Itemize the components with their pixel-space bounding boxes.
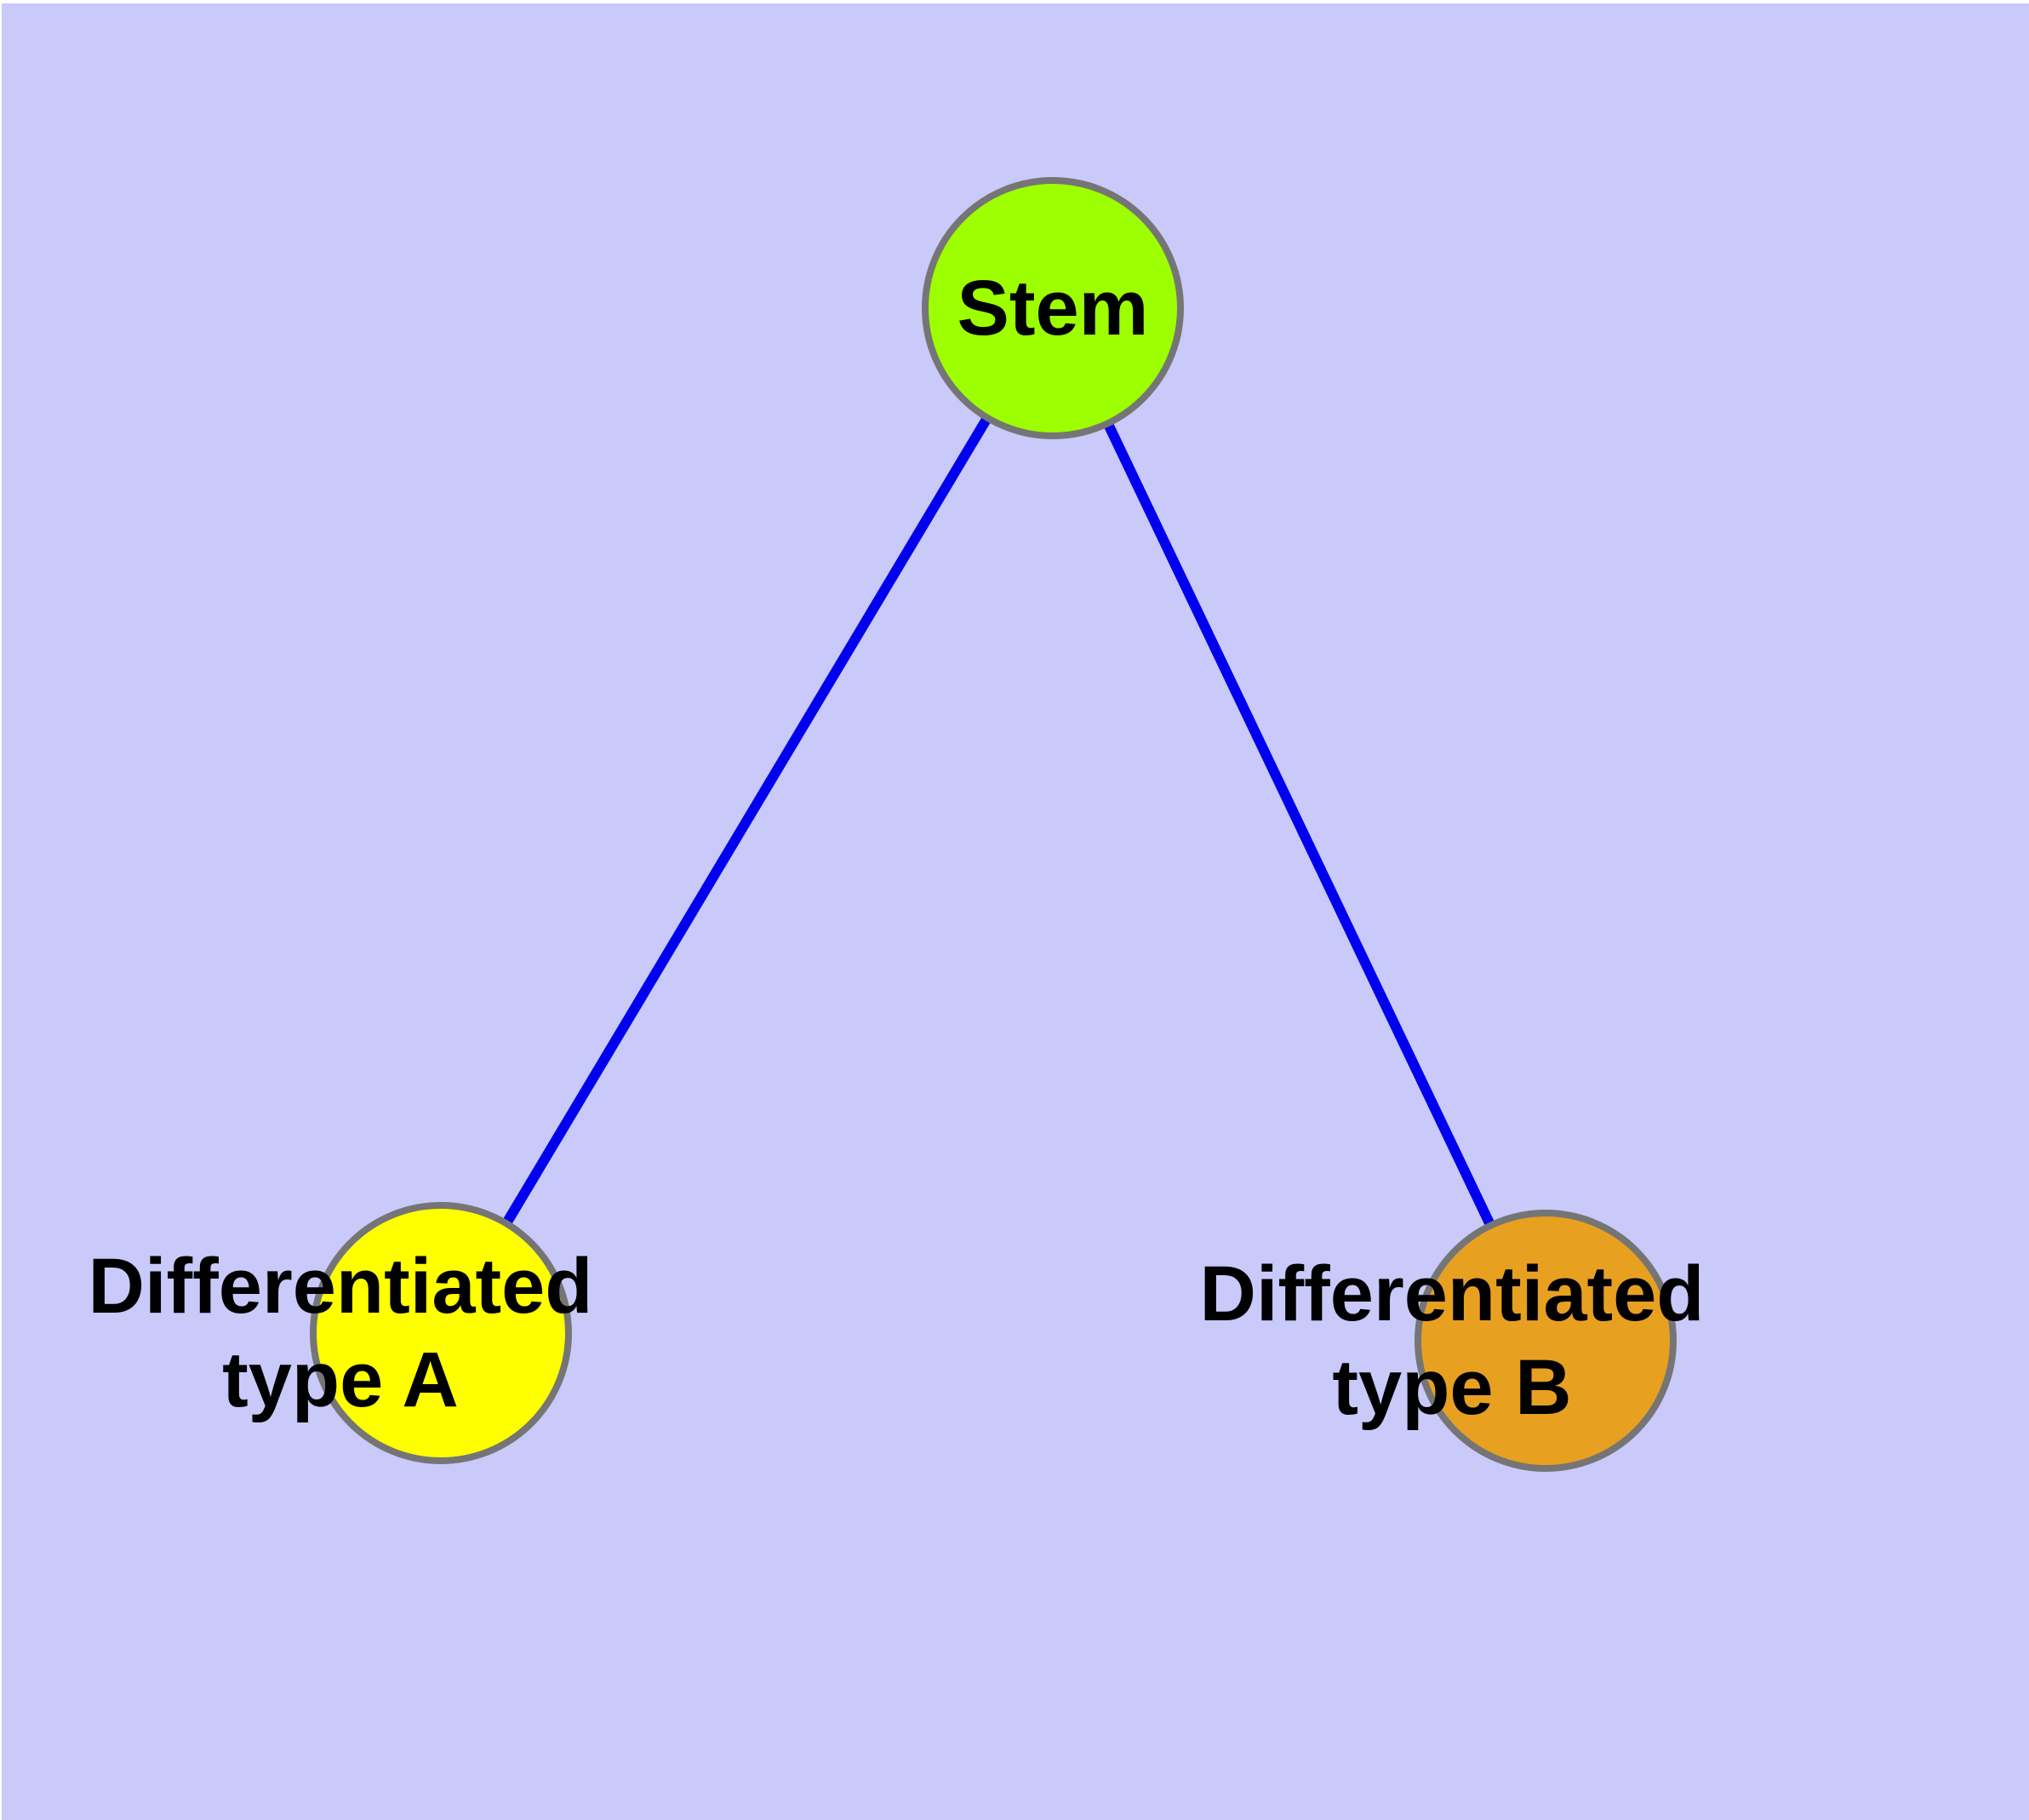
- node-label-line: type B: [1332, 1344, 1571, 1431]
- node-label-line: Differentiated: [89, 1243, 593, 1330]
- node-circle-diff_a[interactable]: [310, 1202, 572, 1464]
- node-circle-stem[interactable]: [922, 177, 1184, 439]
- node-label-stem: Stem: [957, 265, 1149, 352]
- edge-stem-diff-b[interactable]: [1048, 306, 1551, 1343]
- edges-layer: [436, 305, 1551, 1343]
- graph-node-stem[interactable]: [922, 177, 1184, 439]
- node-label-line: Stem: [957, 265, 1149, 352]
- edge-stem-diff-a[interactable]: [436, 305, 1058, 1336]
- node-circle-diff_b[interactable]: [1415, 1210, 1677, 1472]
- graph-node-diff_a[interactable]: [310, 1202, 572, 1464]
- graph-node-diff_b[interactable]: [1415, 1210, 1677, 1472]
- node-label-line: type A: [222, 1336, 459, 1423]
- node-label-line: Differentiated: [1200, 1251, 1705, 1337]
